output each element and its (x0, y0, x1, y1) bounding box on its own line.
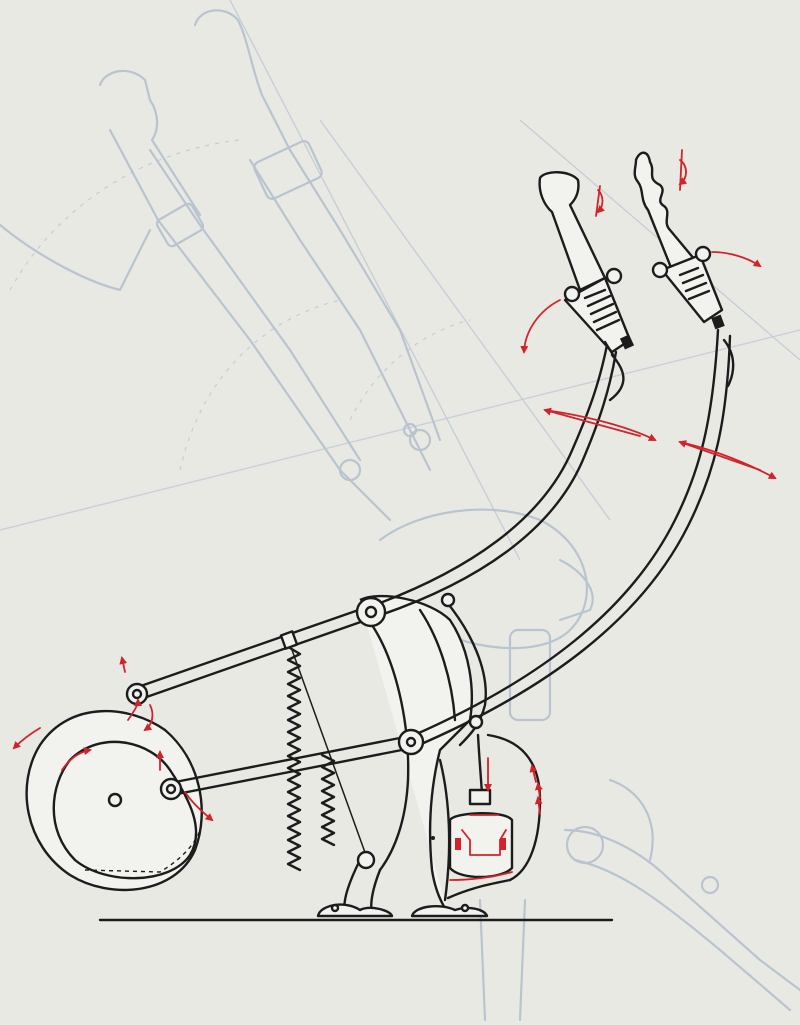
linkage-rods (133, 604, 414, 797)
end-effector-left (538, 171, 635, 360)
cam-axle (107, 792, 123, 808)
pivot-joint-icon (651, 261, 669, 279)
feet (316, 903, 489, 918)
linkage-pivots (125, 592, 484, 870)
coil-spring-icon (286, 646, 368, 872)
end-effector-right (633, 151, 725, 330)
motion-arrow-icon (12, 149, 777, 822)
pivot-joint-icon (563, 285, 581, 303)
pivot-joint-icon (605, 267, 623, 285)
pivot-joint-icon (694, 245, 712, 263)
rear-cam-wheel (25, 709, 203, 892)
arm-right (410, 328, 735, 750)
